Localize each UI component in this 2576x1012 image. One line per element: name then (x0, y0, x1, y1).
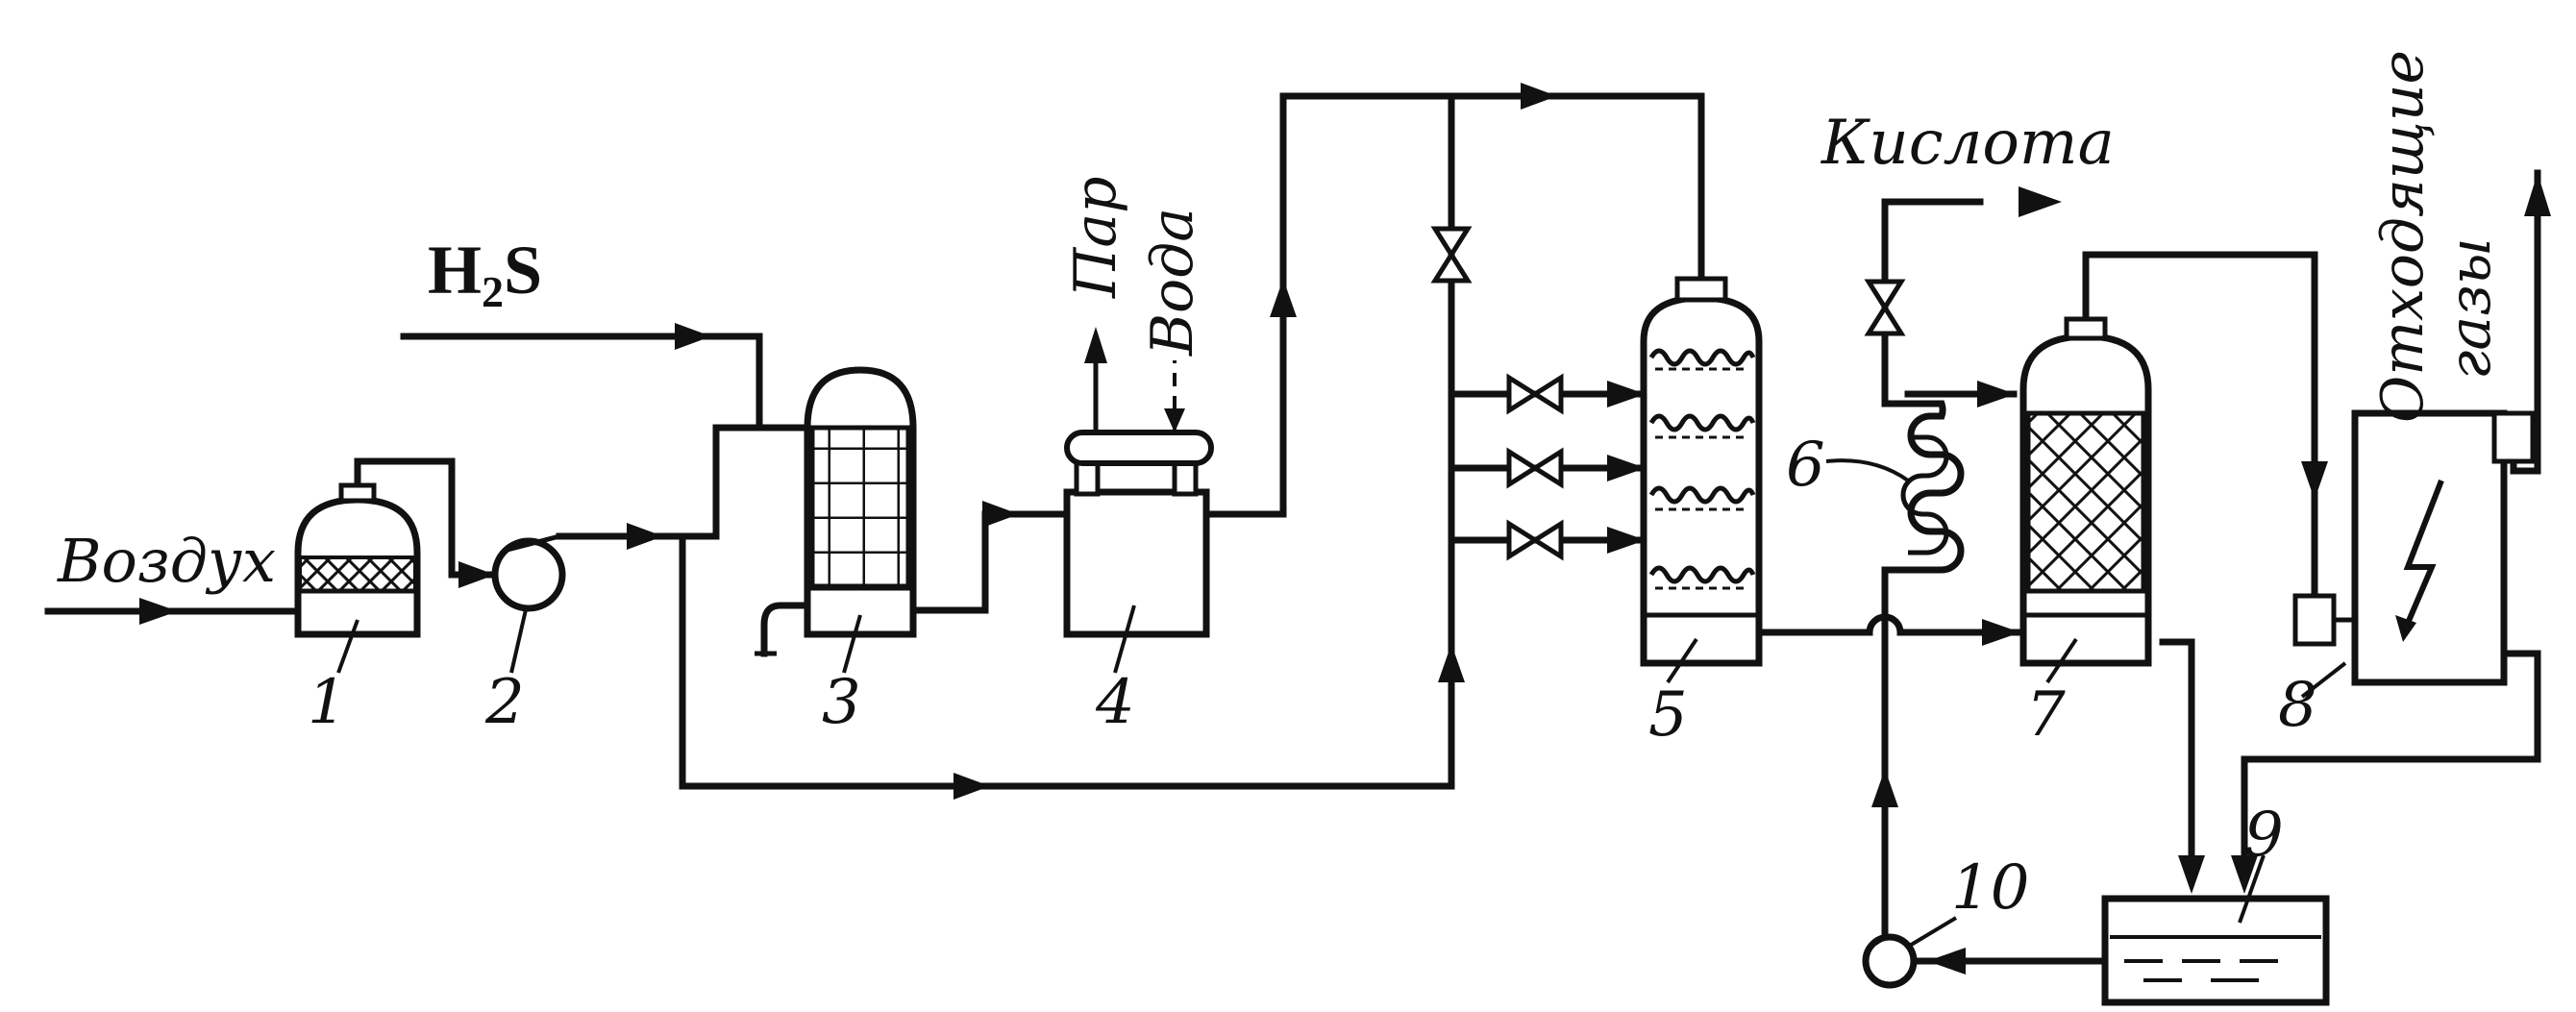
label-steam: Пар (1062, 176, 1129, 299)
h2s-pipe (400, 333, 763, 432)
valve-acid[interactable] (1864, 279, 1906, 336)
equipment-9-tank (2101, 895, 2330, 1006)
catalyst-bed-3 (1648, 476, 1756, 519)
arrow-steam (1084, 327, 1107, 363)
valve-feed-lower[interactable] (1506, 519, 1564, 561)
coil-outer (1904, 400, 1965, 574)
arrow-bypass-up (1438, 644, 1465, 682)
catalyst-bed-2 (1648, 404, 1756, 444)
label-acid: Кислота (1821, 108, 2115, 179)
valve-feed-middle[interactable] (1506, 447, 1564, 489)
acid-outlet-pipe (1881, 198, 1984, 407)
arrow-to-7 (1982, 619, 2020, 646)
equipment-number-9: 9 (2244, 800, 2284, 871)
arrow-7-to-9 (2178, 855, 2205, 894)
flow-arrows (139, 83, 2551, 975)
valves (1430, 226, 1906, 561)
arrow-riser (1871, 769, 1898, 807)
arrow-water (1164, 408, 1185, 432)
equipment-2-blower (491, 533, 566, 612)
leader-lines (336, 458, 2347, 949)
label-water: Вода (1139, 208, 1206, 357)
arrow-8-to-9 (2231, 855, 2258, 894)
lightning-arrow-icon (2395, 615, 2416, 642)
equipment-number-1: 1 (308, 667, 347, 738)
arrow-to-2 (458, 561, 495, 588)
label-air: Воздух (57, 526, 276, 596)
equipment-number-2: 2 (484, 667, 525, 738)
arrow-exhaust (2524, 173, 2551, 216)
lightning-icon (2400, 479, 2444, 636)
equipment-1-filter (294, 482, 421, 638)
equipment-number-10: 10 (1951, 852, 2029, 924)
arrow-top-header (1521, 83, 1557, 110)
arrow-up-4 (1270, 279, 1297, 317)
equipment-10-pump (1862, 933, 1918, 989)
equipment-6-coil (1900, 400, 1965, 574)
text-labels: Воздух H2S Пар Вода Кислота Отходящие га… (57, 50, 2504, 924)
arrow-to-header (627, 523, 663, 550)
equipment-number-4: 4 (1095, 667, 1135, 738)
label-h2s: H2S (428, 232, 542, 316)
catalyst-bed-4 (1648, 557, 1756, 596)
reactor-drain (760, 602, 811, 657)
arrow-feed-lower (1607, 527, 1646, 554)
equipment-number-5: 5 (1648, 679, 1688, 751)
bypass-line (679, 92, 1455, 790)
arrow-h2s (675, 323, 711, 350)
pipe-header-to-3 (679, 424, 811, 540)
arrow-feed-middle (1607, 455, 1646, 481)
equipment-number-8: 8 (2278, 670, 2317, 741)
valve-bypass[interactable] (1430, 226, 1473, 284)
pipe-8-to-9 (2241, 650, 2541, 883)
arrow-to-8 (2301, 461, 2328, 500)
arrow-coil-to-7 (1977, 381, 2016, 407)
arrow-feed-upper (1607, 381, 1646, 407)
equipment-number-6: 6 (1786, 430, 1825, 501)
arrow-acid (2019, 186, 2062, 217)
equipment-5-converter (1640, 276, 1763, 667)
coil-inner (1900, 434, 1949, 555)
pipe-3-to-4 (909, 510, 1071, 614)
arrow-to-4 (982, 501, 1019, 528)
catalyst-bed-1 (1648, 341, 1756, 378)
pipe-7-to-8 (2082, 251, 2318, 600)
piping (44, 92, 2541, 965)
label-exhaust-line1: Отходящие (2369, 50, 2437, 423)
equipment-4-boiler (1063, 360, 1214, 638)
valve-feed-upper[interactable] (1506, 373, 1564, 415)
pipe-4-to-5 (1202, 92, 1705, 518)
equipment-3-reactor (755, 366, 917, 657)
riser-10 (1881, 566, 1912, 941)
arrow-air (139, 598, 178, 625)
equipment-7-absorber (2019, 316, 2152, 667)
arrow-bypass (954, 773, 990, 800)
label-exhaust-line2: газы (2437, 237, 2504, 380)
pipe-7-to-9 (2159, 638, 2195, 883)
equipment-number-3: 3 (822, 667, 861, 738)
arrow-to-10 (1927, 948, 1966, 975)
equipment-number-7: 7 (2026, 679, 2066, 751)
equipment-8-precipitator (2292, 409, 2536, 686)
